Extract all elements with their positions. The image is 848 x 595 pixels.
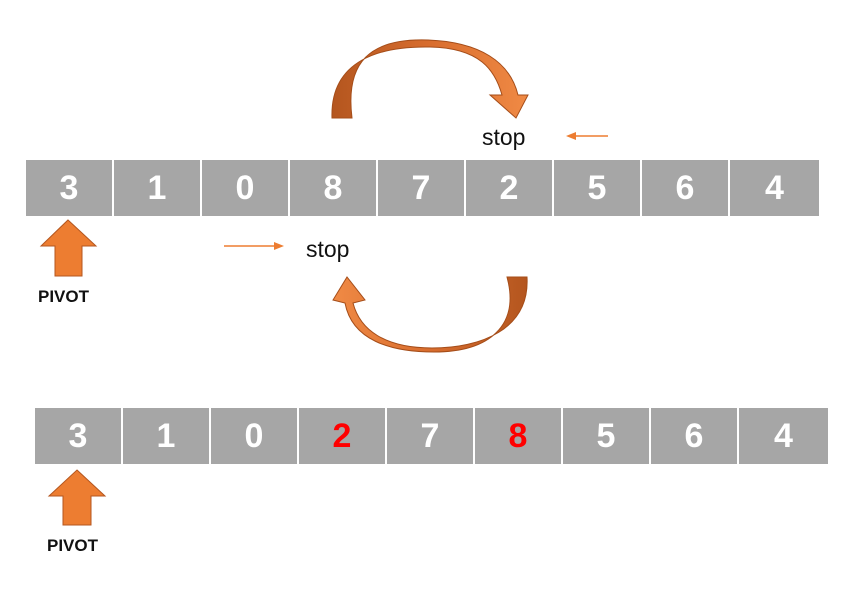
array-cell: 2 (466, 160, 554, 216)
array-cell: 3 (26, 160, 114, 216)
left-pointer-arrow (566, 132, 608, 140)
pivot-label-top: PIVOT (38, 287, 90, 306)
curved-swap-arrow-top (331, 39, 529, 119)
pivot-label-bottom: PIVOT (47, 536, 99, 555)
array-cell: 4 (739, 408, 828, 464)
array-cell: 6 (642, 160, 730, 216)
array-cell: 8 (475, 408, 563, 464)
array-cell: 5 (563, 408, 651, 464)
array-cell: 8 (290, 160, 378, 216)
array-cell: 0 (211, 408, 299, 464)
pivot-up-arrow-top (39, 219, 98, 277)
right-pointer-arrow (224, 242, 284, 250)
array-cell: 1 (114, 160, 202, 216)
array-cell: 2 (299, 408, 387, 464)
array-cell: 3 (35, 408, 123, 464)
array-cell: 1 (123, 408, 211, 464)
pivot-up-arrow-bottom (47, 469, 107, 526)
array-cell: 7 (387, 408, 475, 464)
array-cell: 5 (554, 160, 642, 216)
array-cell: 7 (378, 160, 466, 216)
stop-label-right: stop (482, 124, 526, 150)
array-cell: 4 (730, 160, 819, 216)
curved-swap-arrow-bottom (332, 276, 528, 353)
stop-label-left: stop (306, 236, 350, 262)
array-cell: 0 (202, 160, 290, 216)
array-cell: 6 (651, 408, 739, 464)
